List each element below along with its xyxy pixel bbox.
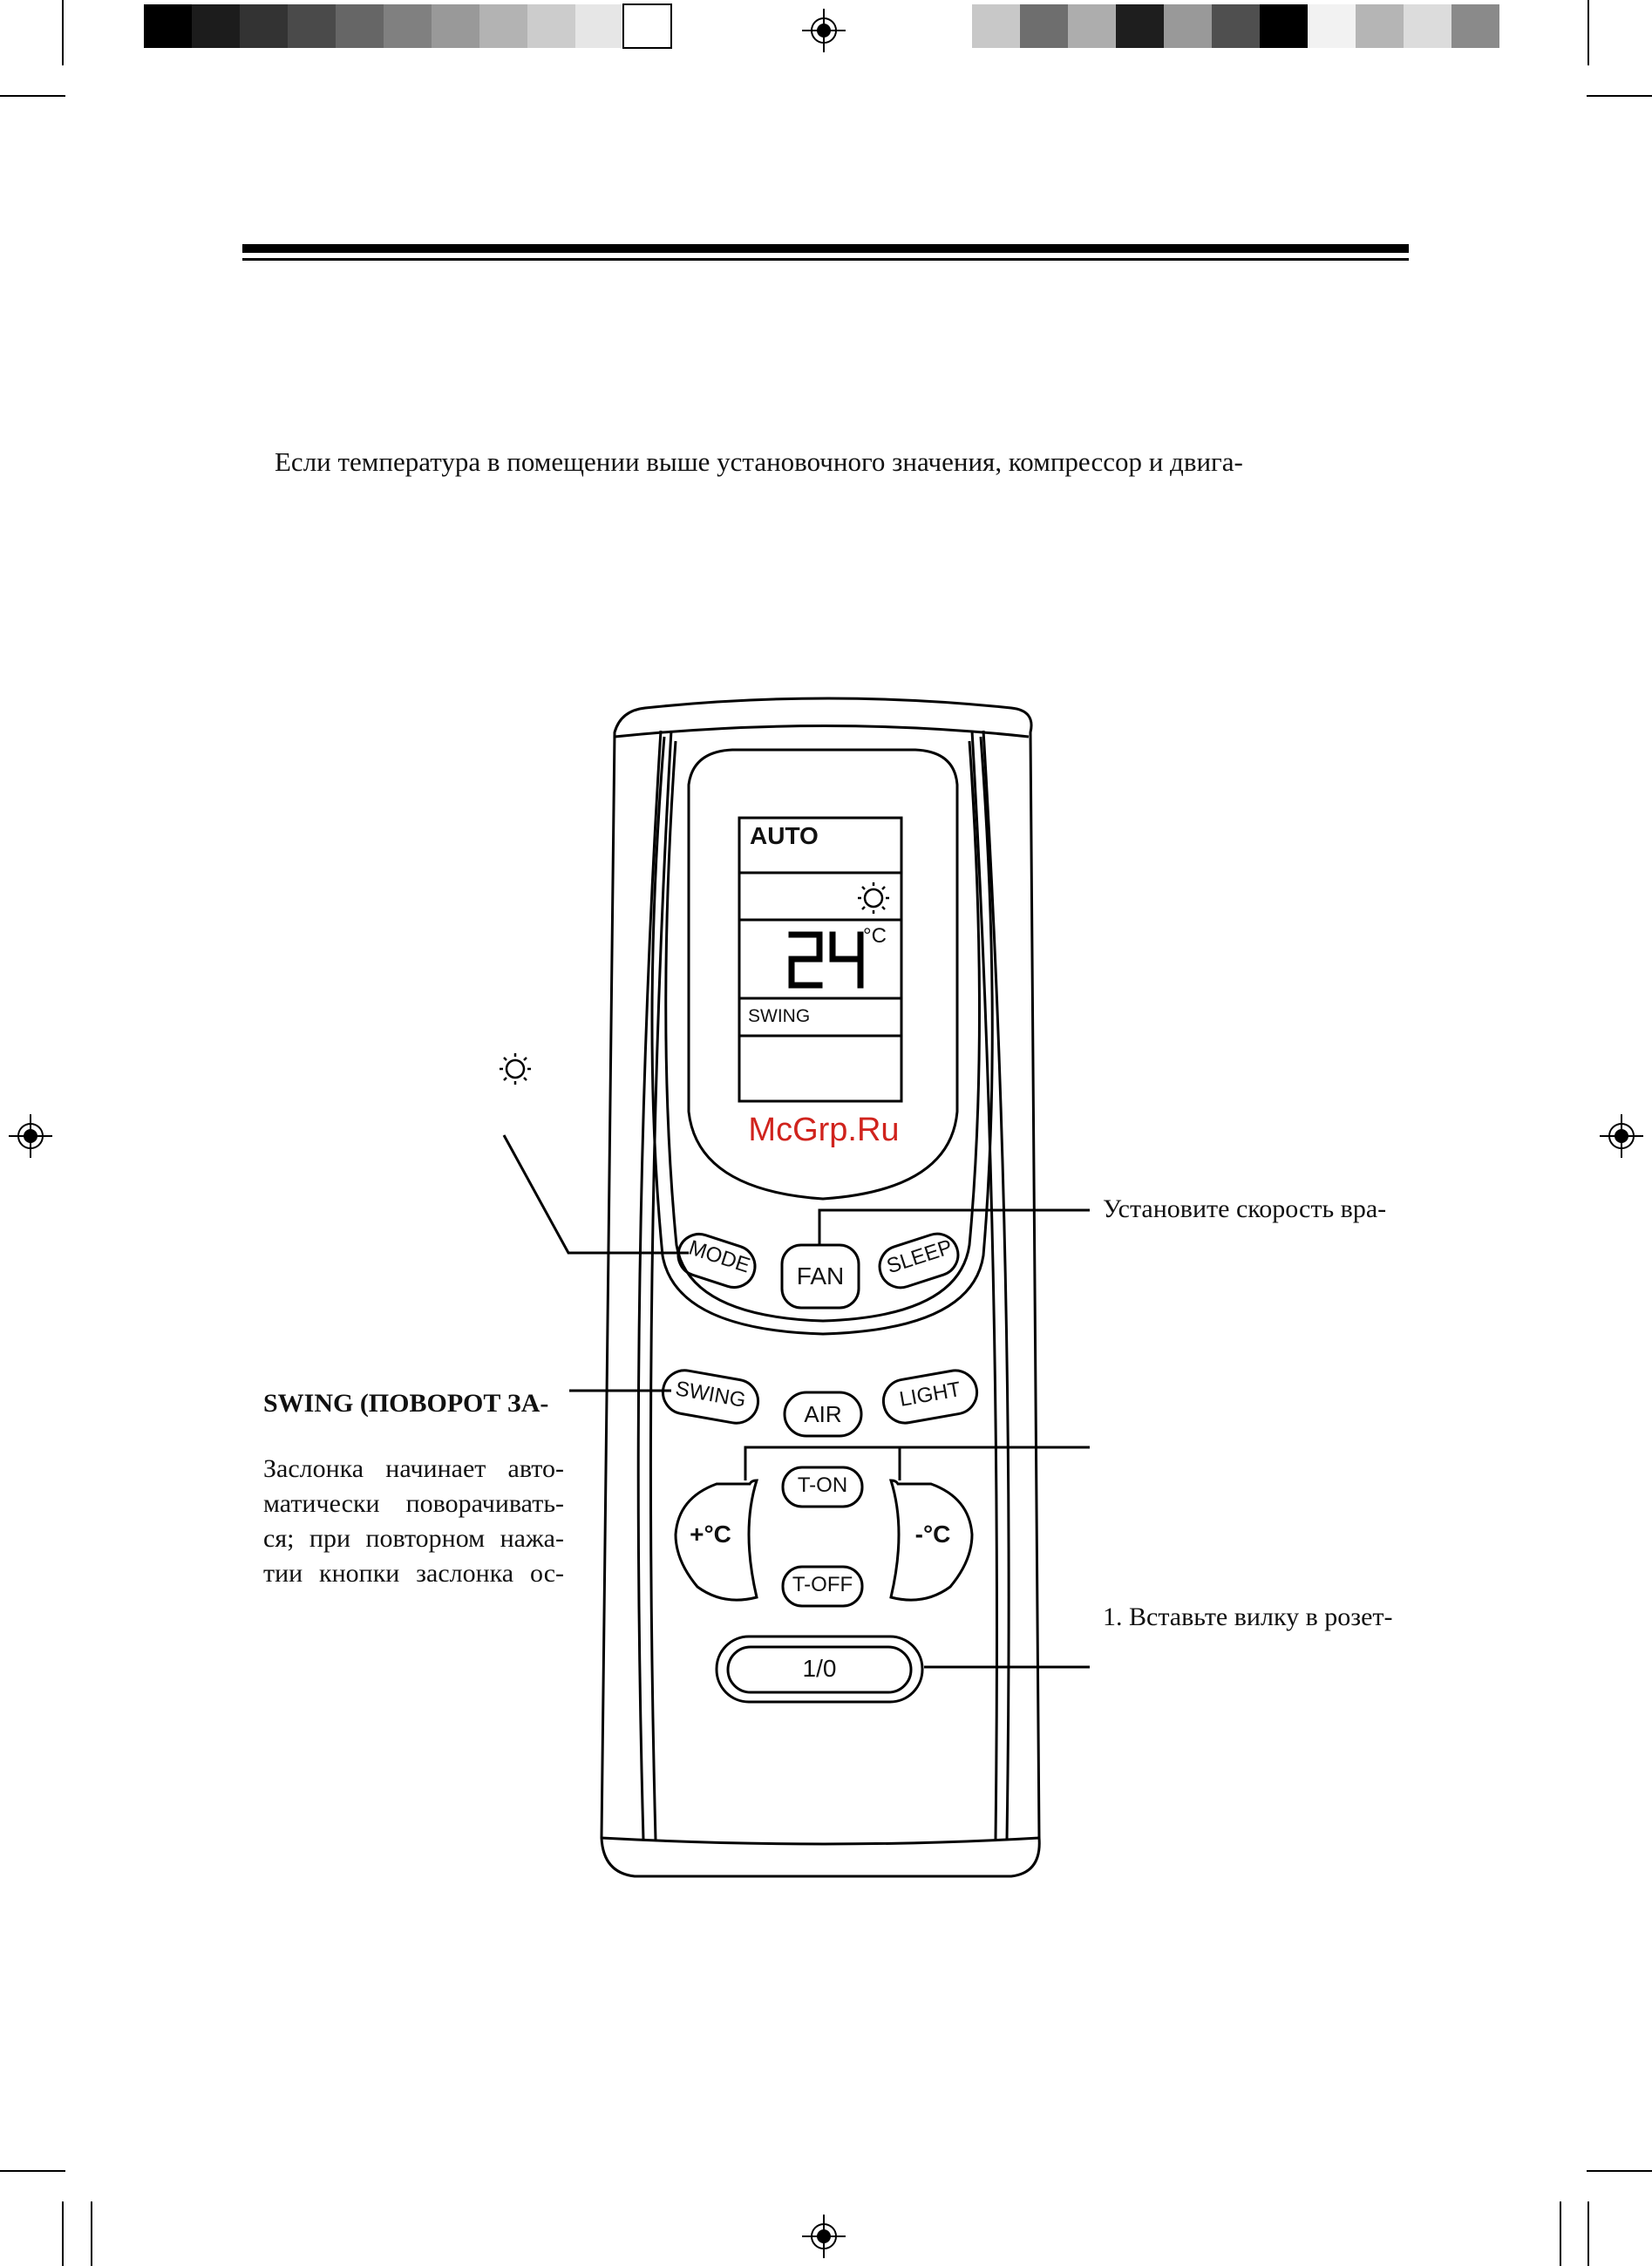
- power-caption: 1. Вставьте вилку в розет-: [1103, 1603, 1393, 1631]
- timer-off-button[interactable]: T-OFF: [792, 1573, 853, 1596]
- registration-mark-icon: [802, 2215, 846, 2258]
- lcd-swing-label: SWING: [748, 1006, 811, 1026]
- lcd-mode-label: AUTO: [750, 822, 819, 849]
- sun-icon: [858, 882, 889, 914]
- swing-line: тии кнопки заслонка ос-: [263, 1559, 564, 1588]
- fan-button[interactable]: FAN: [796, 1262, 845, 1290]
- temp-up-button[interactable]: +°C: [690, 1521, 731, 1548]
- lcd-unit-label: °C: [863, 924, 887, 948]
- lcd-temperature-digits: [788, 931, 864, 989]
- power-button[interactable]: 1/0: [802, 1655, 837, 1682]
- swing-heading: SWING (ПОВОРОТ ЗА-: [263, 1389, 549, 1418]
- registration-mark-icon: [1600, 1114, 1643, 1158]
- swing-description: Заслонка начинает авто- матически повора…: [263, 1452, 564, 1591]
- leader-lines: [502, 1134, 1090, 1669]
- timer-on-button[interactable]: T-ON: [797, 1473, 848, 1497]
- remote-control: [600, 697, 1041, 1878]
- swing-line: Заслонка начинает авто-: [263, 1454, 564, 1483]
- watermark: McGrp.Ru: [748, 1112, 900, 1148]
- header-rule-thin: [242, 258, 1409, 261]
- print-color-bar-left: [144, 3, 672, 49]
- temp-down-button[interactable]: -°C: [914, 1521, 951, 1548]
- registration-mark-icon: [802, 9, 846, 52]
- swing-line: матически поворачивать-: [263, 1489, 564, 1518]
- registration-mark-icon: [9, 1114, 52, 1158]
- swing-line: ся; при повторном нажа-: [263, 1524, 564, 1553]
- print-color-bar-right: [972, 4, 1499, 48]
- sun-icon: [500, 1053, 531, 1085]
- header-rule: [242, 244, 1409, 253]
- air-button[interactable]: AIR: [804, 1401, 842, 1427]
- fan-speed-caption: Установите скорость вра-: [1103, 1194, 1387, 1223]
- intro-paragraph: Если температура в помещении выше устано…: [275, 446, 1243, 477]
